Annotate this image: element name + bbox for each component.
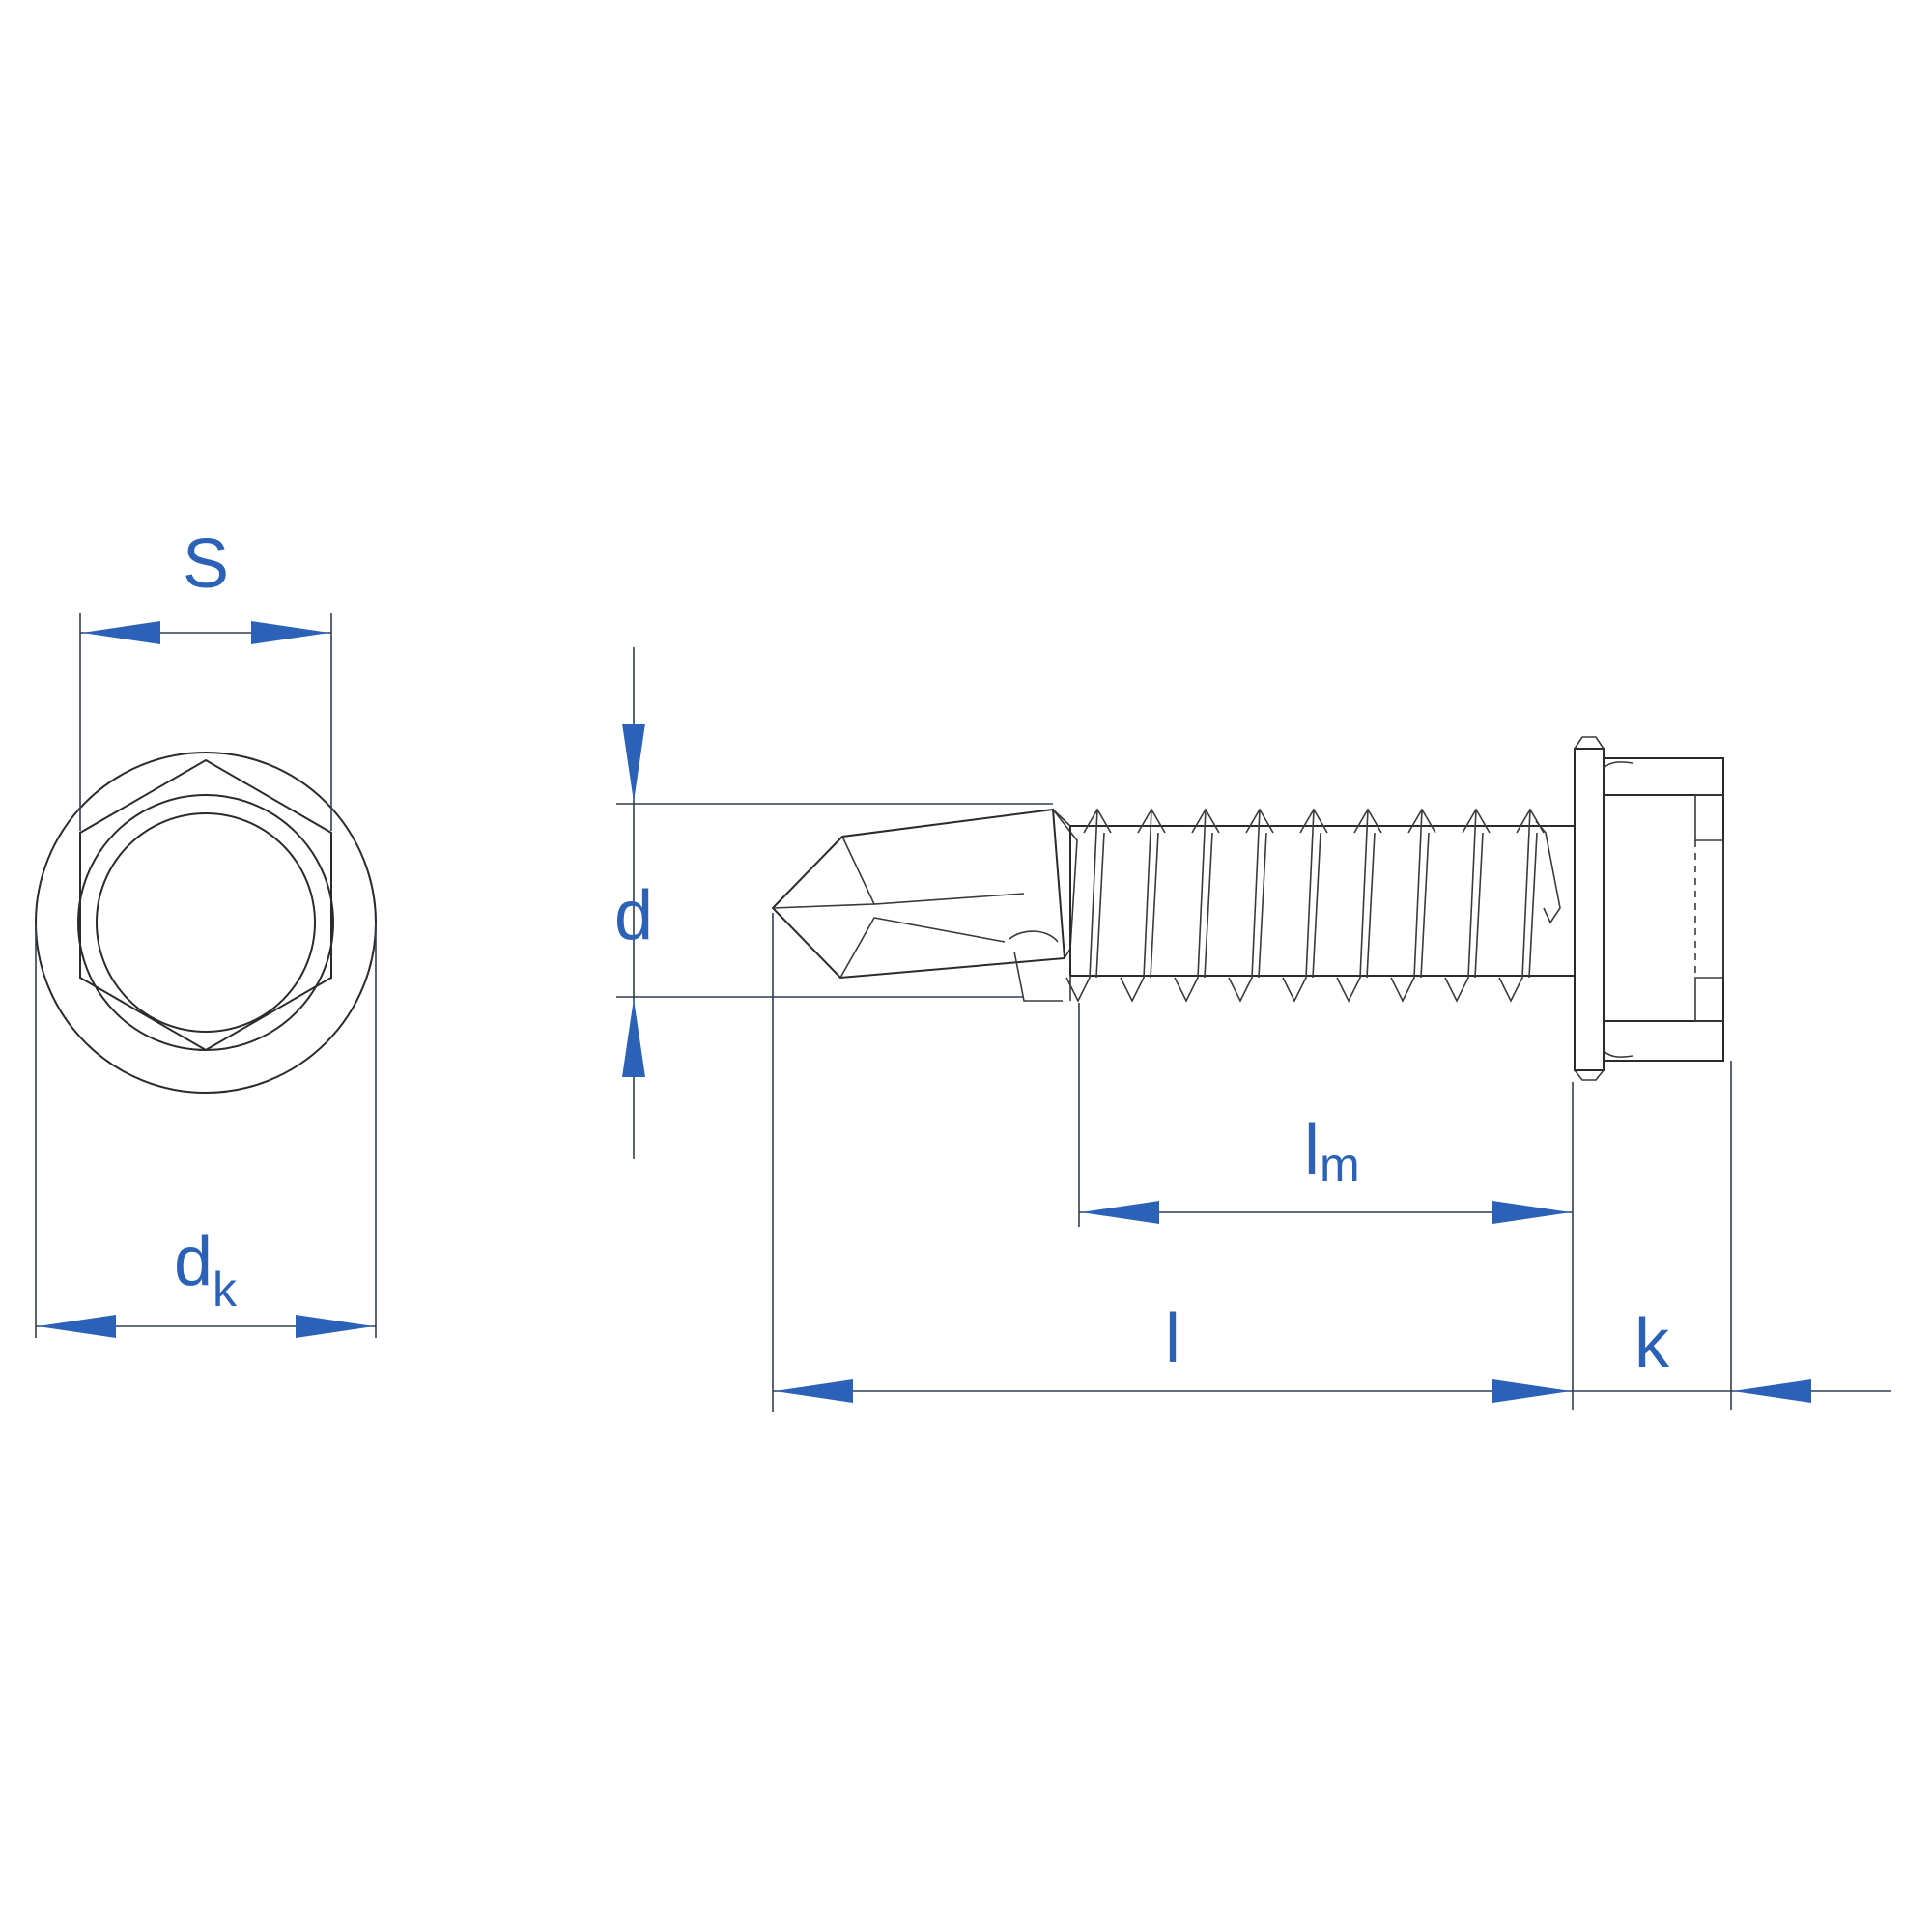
l-arrow-left: [775, 1379, 853, 1403]
d-arrow-top: [622, 724, 645, 802]
k-arrow-head: [1733, 1379, 1811, 1403]
side-view: d lm l k: [614, 647, 1891, 1412]
lm-arrow-left: [1081, 1201, 1159, 1224]
l-dimension: l: [772, 913, 1573, 1412]
hex-head-side: [1603, 757, 1724, 1062]
d-dimension: d: [614, 647, 1053, 1159]
end-view: S dk: [35, 526, 377, 1338]
s-arrow-left: [82, 621, 160, 644]
d-label: d: [614, 877, 653, 954]
hex-inner-ring-outer: [77, 794, 334, 1051]
dk-label: dk: [174, 1223, 238, 1317]
k-dimension: k: [1573, 1061, 1891, 1410]
drill-point: [771, 808, 1078, 1002]
washer-flange: [1574, 736, 1605, 1081]
lm-label: lm: [1304, 1112, 1360, 1192]
d-arrow-bottom: [622, 999, 645, 1077]
l-label: l: [1165, 1300, 1180, 1378]
s-label: S: [183, 526, 229, 603]
l-arrow-right: [1492, 1379, 1571, 1403]
threaded-shank: [1065, 808, 1575, 1003]
k-label: k: [1634, 1305, 1670, 1382]
dk-arrow-right: [296, 1315, 374, 1338]
washer-flange-outline: [35, 752, 377, 1094]
s-arrow-right: [251, 621, 329, 644]
lm-dimension: lm: [1078, 1003, 1574, 1410]
hex-inner-ring-inner: [96, 812, 316, 1033]
hex-head-outline: [79, 758, 332, 1052]
lm-arrow-right: [1492, 1201, 1571, 1224]
dk-arrow-left: [38, 1315, 116, 1338]
